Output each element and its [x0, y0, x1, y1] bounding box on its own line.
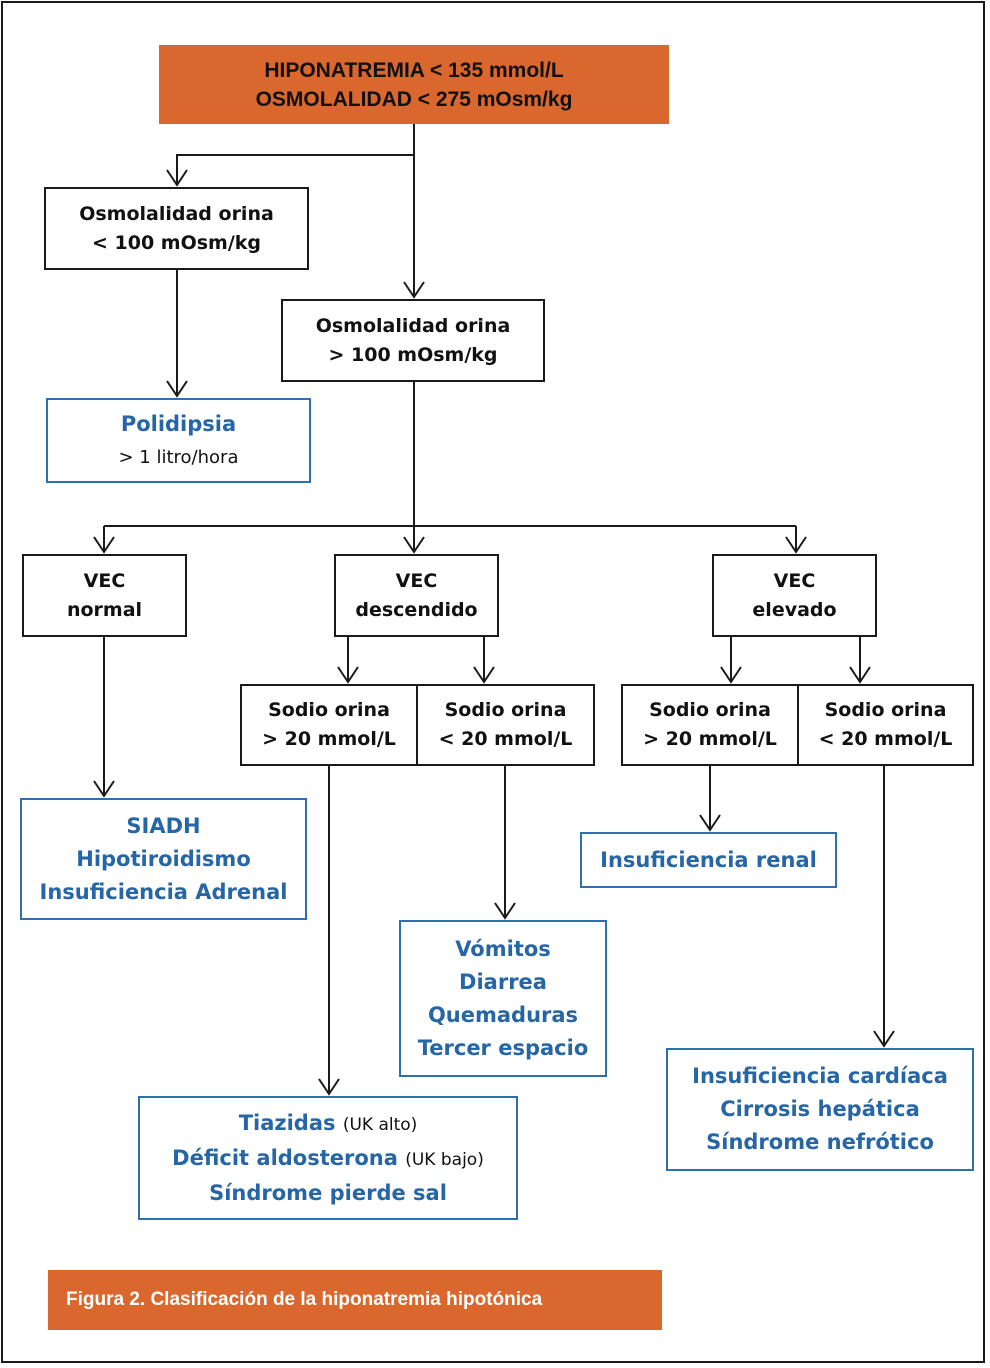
urine-osm-low-line2: < 100 mOsm/kg: [91, 231, 262, 254]
arrowhead-icon: [93, 780, 115, 798]
siadh-box: SIADH Hipotiroidismo Insuficiencia Adren…: [20, 798, 307, 920]
deficit-aldosterona-item: Déficit aldosterona: [172, 1145, 398, 1170]
arrowhead-icon: [873, 1030, 895, 1048]
deficit-aldosterona-note: (UK bajo): [405, 1149, 484, 1170]
sodium-desc-high-box: Sodio orina > 20 mmol/L: [240, 684, 418, 766]
sodium-desc-high-line2: > 20 mmol/L: [262, 728, 396, 750]
vec-elevado-box: VEC elevado: [712, 554, 877, 637]
sindrome-pierde-sal-item: Síndrome pierde sal: [209, 1180, 447, 1205]
diarrea-item: Diarrea: [459, 969, 547, 994]
cardiaca-box: Insuficiencia cardíaca Cirrosis hepática…: [666, 1048, 974, 1171]
sodium-elev-low-line2: < 20 mmol/L: [818, 728, 953, 750]
arrowhead-icon: [337, 666, 359, 684]
arrowhead-icon: [403, 281, 425, 299]
sodium-desc-low-line2: < 20 mmol/L: [438, 728, 573, 750]
tiazidas-row: Tiazidas (UK alto): [239, 1107, 418, 1142]
vec-descendido-line1: VEC: [395, 569, 438, 592]
polidipsia-detail: > 1 litro/hora: [118, 446, 239, 468]
vomitos-box: Vómitos Diarrea Quemaduras Tercer espaci…: [399, 920, 607, 1077]
tiazidas-note: (UK alto): [342, 1114, 418, 1135]
urine-osm-low-box: Osmolalidad orina < 100 mOsm/kg: [44, 187, 309, 270]
urine-osm-low-line1: Osmolalidad orina: [79, 202, 274, 225]
connector-top-left: [176, 124, 415, 185]
sodium-elev-low-box: Sodio orina < 20 mmol/L: [797, 684, 974, 766]
figure-caption-text: Figura 2. Clasificación de la hiponatrem…: [66, 1289, 543, 1310]
cirrosis-hepatica-item: Cirrosis hepática: [720, 1097, 920, 1121]
polidipsia-title: Polidipsia: [120, 411, 237, 436]
urine-osm-high-box: Osmolalidad orina > 100 mOsm/kg: [281, 299, 545, 382]
arrowhead-icon: [785, 536, 807, 554]
arrowhead-icon: [849, 666, 871, 684]
insuficiencia-cardiaca-item: Insuficiencia cardíaca: [692, 1064, 948, 1088]
insuficiencia-adrenal-item: Insuficiencia Adrenal: [39, 879, 288, 904]
arrowhead-icon: [473, 666, 495, 684]
vec-normal-box: VEC normal: [22, 554, 187, 637]
deficit-aldosterona-row: Déficit aldosterona (UK bajo): [172, 1142, 484, 1177]
arrowhead-icon: [720, 666, 742, 684]
siadh-item: SIADH: [126, 813, 201, 838]
arrowhead-icon: [318, 1078, 340, 1096]
sodium-desc-low-line1: Sodio orina: [444, 699, 567, 721]
hiponatremia-line1: HIPONATREMIA < 135 mmol/L: [264, 58, 564, 82]
urine-osm-high-line1: Osmolalidad orina: [315, 314, 511, 337]
vomitos-item: Vómitos: [455, 936, 551, 961]
arrowhead-icon: [494, 902, 516, 920]
insuficiencia-renal-box: Insuficiencia renal: [580, 832, 837, 888]
sodium-elev-high-line1: Sodio orina: [649, 699, 771, 721]
sodium-desc-high-line1: Sodio orina: [268, 699, 390, 721]
insuficiencia-renal-title: Insuficiencia renal: [600, 847, 817, 872]
sodium-desc-low-box: Sodio orina < 20 mmol/L: [416, 684, 595, 766]
vec-elevado-line2: elevado: [752, 598, 837, 621]
sodium-elev-low-line1: Sodio orina: [824, 699, 947, 721]
quemaduras-item: Quemaduras: [427, 1002, 579, 1027]
tiazidas-box: Tiazidas (UK alto) Déficit aldosterona (…: [138, 1096, 518, 1220]
arrowhead-icon: [166, 380, 188, 398]
vec-normal-line1: VEC: [83, 569, 126, 592]
vec-elevado-line1: VEC: [773, 569, 816, 592]
tercer-espacio-item: Tercer espacio: [417, 1035, 589, 1060]
figure-caption: Figura 2. Clasificación de la hiponatrem…: [48, 1270, 662, 1330]
arrowhead-icon: [166, 169, 188, 187]
vec-descendido-box: VEC descendido: [334, 554, 499, 637]
hipotiroidismo-item: Hipotiroidismo: [76, 846, 251, 871]
polidipsia-box: Polidipsia > 1 litro/hora: [46, 398, 311, 483]
vec-normal-line2: normal: [66, 598, 143, 621]
urine-osm-high-line2: > 100 mOsm/kg: [328, 343, 498, 366]
sindrome-nefrotico-item: Síndrome nefrótico: [706, 1130, 934, 1154]
sodium-elev-high-box: Sodio orina > 20 mmol/L: [621, 684, 799, 766]
tiazidas-item: Tiazidas: [238, 1110, 336, 1135]
arrowhead-icon: [93, 536, 115, 554]
vec-descendido-line2: descendido: [355, 598, 478, 621]
arrowhead-icon: [403, 536, 425, 554]
sodium-elev-high-line2: > 20 mmol/L: [643, 728, 777, 750]
arrowhead-icon: [699, 814, 721, 832]
hiponatremia-box: HIPONATREMIA < 135 mmol/L OSMOLALIDAD < …: [159, 45, 669, 124]
osmolalidad-line2: OSMOLALIDAD < 275 mOsm/kg: [255, 87, 573, 111]
